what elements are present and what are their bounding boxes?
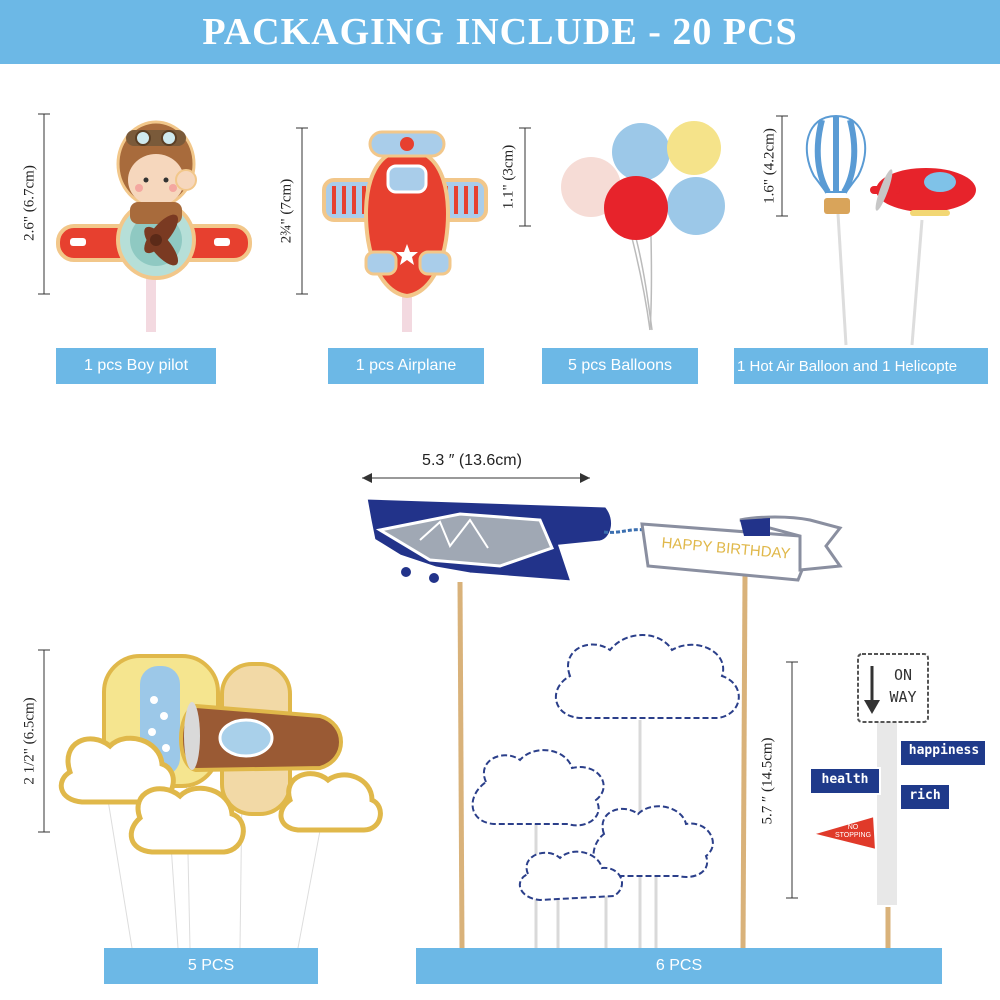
airplane-label: 1 pcs Airplane	[328, 348, 484, 384]
on-way-sign: ON WAY	[880, 664, 926, 708]
cloud-set-image	[471, 634, 740, 948]
hot-air-balloon-dimension: 1.6" (4.2cm)	[761, 128, 778, 204]
rich-sign-text: rich	[909, 788, 941, 803]
header-banner: PACKAGING INCLUDE - 20 PCS	[0, 0, 1000, 64]
airplane-label-text: 1 pcs Airplane	[355, 357, 457, 374]
header-title: PACKAGING INCLUDE - 20 PCS	[202, 11, 798, 53]
balloons-label: 5 pcs Balloons	[542, 348, 698, 384]
balloons-image	[519, 121, 725, 331]
boy-pilot-label: 1 pcs Boy pilot	[56, 348, 216, 384]
boy-pilot-image	[38, 113, 252, 332]
on-way-text-1: ON	[893, 666, 913, 684]
boy-pilot-label-text: 1 pcs Boy pilot	[83, 357, 189, 374]
banner-set-label: 6 PCS	[416, 948, 942, 984]
no-stopping-sign: NO STOPPING	[830, 824, 876, 840]
hot-air-balloon-helicopter-image	[776, 114, 976, 346]
health-sign-text: health	[821, 772, 869, 787]
hot-air-balloon-label-text: 1 Hot Air Balloon and 1 Helicopte	[737, 357, 958, 375]
banner-plane-image	[362, 473, 843, 949]
on-way-text-2: WAY	[889, 688, 917, 706]
airplane-cloud-set-image	[38, 649, 383, 950]
boy-pilot-dimension: 2.6" (6.7cm)	[21, 165, 38, 241]
balloons-label-text: 5 pcs Balloons	[567, 357, 673, 374]
hot-air-balloon-label: 1 Hot Air Balloon and 1 Helicopte	[734, 348, 988, 384]
banner-plane-dimension: 5.3 ″ (13.6cm)	[422, 452, 522, 469]
cloud-set-label: 5 PCS	[104, 948, 318, 984]
road-sign-image	[786, 653, 987, 948]
no-stopping-text-2: STOPPING	[834, 832, 872, 839]
banner-set-label-text: 6 PCS	[655, 957, 703, 974]
airplane-image	[296, 127, 488, 332]
airplane-dimension: 2¾" (7cm)	[278, 178, 295, 244]
cloud-set-label-text: 5 PCS	[187, 957, 235, 974]
no-stopping-text-1: NO	[847, 824, 859, 831]
happiness-sign-text: happiness	[908, 743, 980, 758]
balloons-dimension: 1.1" (3cm)	[500, 144, 517, 210]
cloud-set-dimension: 2 1/2" (6.5cm)	[21, 697, 38, 785]
road-sign-dimension: 5.7 ″ (14.5cm)	[759, 737, 776, 825]
